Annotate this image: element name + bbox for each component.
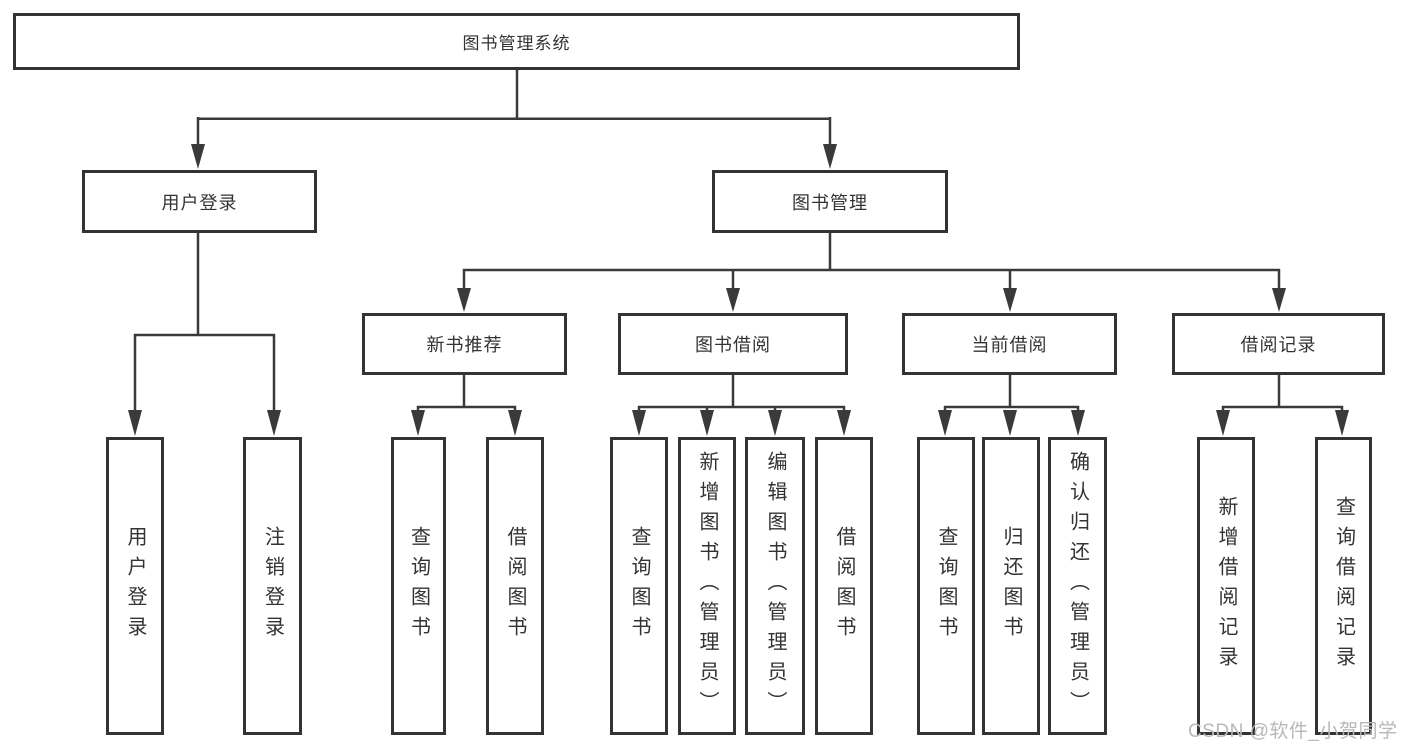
- leaf-return-books: 归还图书: [982, 437, 1040, 735]
- leaf-add-books-admin: 新增图书（管理员）: [678, 437, 736, 735]
- leaf-confirm-return-admin: 确认归还（管理员）: [1048, 437, 1107, 735]
- leaf-borrowing-query-books: 查询图书: [610, 437, 668, 735]
- leaf-borrowing-borrow-books: 借阅图书: [815, 437, 873, 735]
- csdn-watermark: CSDN @软件_小贺同学: [1188, 721, 1398, 742]
- leaf-add-borrow-record: 新增借阅记录: [1197, 437, 1255, 735]
- leaf-logout: 注销登录: [243, 437, 302, 735]
- node-library-management-system: 图书管理系统: [13, 13, 1020, 70]
- node-user-login: 用户登录: [82, 170, 317, 233]
- node-book-management: 图书管理: [712, 170, 948, 233]
- node-borrowing-records: 借阅记录: [1172, 313, 1385, 375]
- leaf-current-query-books: 查询图书: [917, 437, 975, 735]
- node-new-book-recommend: 新书推荐: [362, 313, 567, 375]
- node-current-borrowing: 当前借阅: [902, 313, 1117, 375]
- leaf-user-login: 用户登录: [106, 437, 164, 735]
- leaf-recommend-borrow-books: 借阅图书: [486, 437, 544, 735]
- leaf-edit-books-admin: 编辑图书（管理员）: [745, 437, 805, 735]
- leaf-recommend-query-books: 查询图书: [391, 437, 446, 735]
- node-book-borrowing: 图书借阅: [618, 313, 848, 375]
- leaf-query-borrow-record: 查询借阅记录: [1315, 437, 1372, 735]
